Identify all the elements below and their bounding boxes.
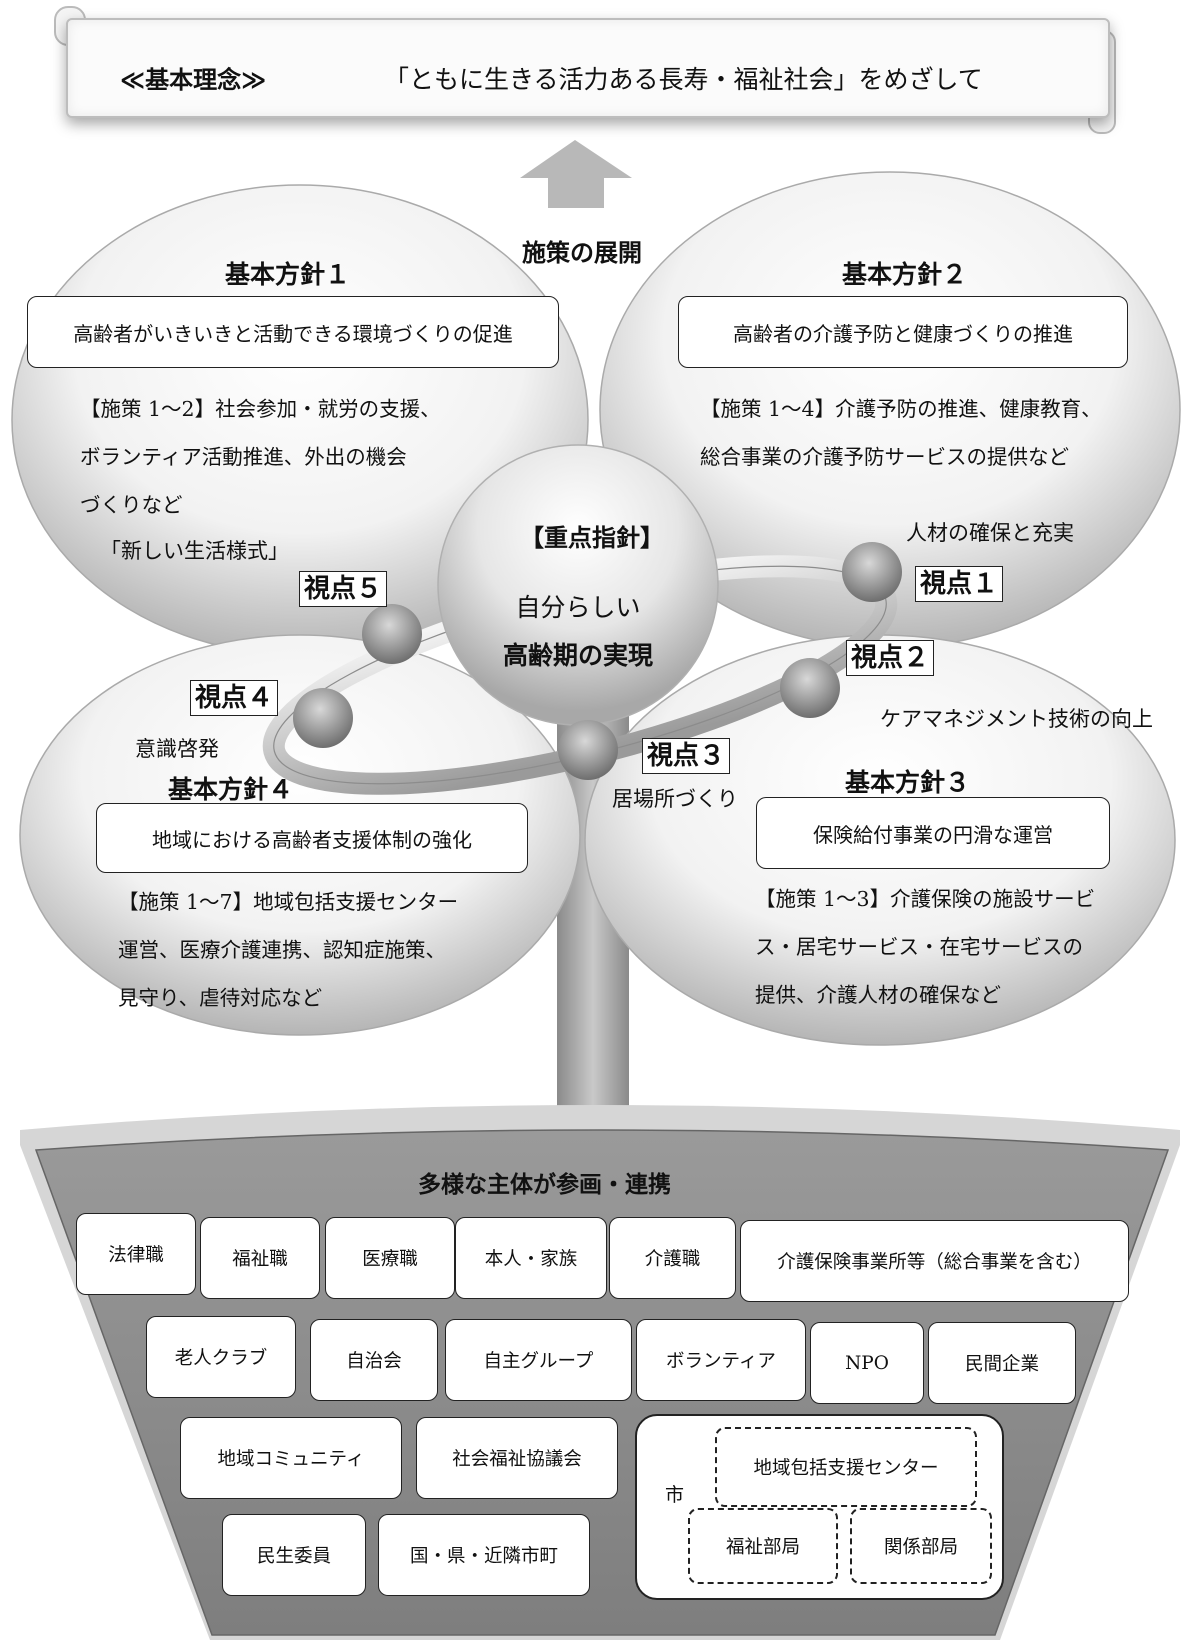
stakeholder-box: 社会福祉協議会 xyxy=(416,1417,618,1499)
policy-2-line: 総合事業の介護予防サービスの提供など xyxy=(700,445,1069,469)
policy-1-line: 【施策 1～2】社会参加・就労の支援、 xyxy=(80,397,441,421)
viewpoint-2-caption: ケアマネジメント技術の向上 xyxy=(880,707,1153,731)
stakeholder-label: 老人クラブ xyxy=(174,1348,268,1369)
policy-2-line: 【施策 1～4】介護予防の推進、健康教育、 xyxy=(700,397,1102,421)
stakeholder-box: 民間企業 xyxy=(928,1322,1076,1404)
stakeholder-box: 国・県・近隣市町 xyxy=(378,1514,590,1596)
up-arrow-icon xyxy=(520,140,632,208)
related-departments-label: 関係部局 xyxy=(883,1537,958,1558)
stakeholders-title: 多様な主体が参画・連携 xyxy=(418,1172,671,1198)
viewpoint-1-caption: 人材の確保と充実 xyxy=(906,521,1074,545)
viewpoint-3-ball xyxy=(558,720,618,780)
policy-1-title: 高齢者がいきいきと活動できる環境づくりの促進 xyxy=(73,321,513,346)
stakeholder-box: 老人クラブ xyxy=(146,1316,296,1398)
stakeholder-box: 医療職 xyxy=(325,1217,455,1299)
policy-4-title-box: 地域における高齢者支援体制の強化 xyxy=(96,803,528,873)
policy-2-title: 高齢者の介護予防と健康づくりの推進 xyxy=(733,321,1073,346)
policy-3-line: ス・居宅サービス・在宅サービスの xyxy=(755,935,1083,959)
center-line-1: 自分らしい xyxy=(515,593,641,622)
viewpoint-5-caption: 「新しい生活様式」 xyxy=(100,539,289,563)
related-departments-box: 関係部局 xyxy=(850,1508,992,1584)
policy-4-line: 見守り、虐待対応など xyxy=(118,986,323,1010)
center-circle xyxy=(437,444,719,726)
stakeholder-label: ボランティア xyxy=(666,1351,776,1372)
community-support-center-box: 地域包括支援センター xyxy=(715,1427,977,1507)
policy-2-heading: 基本方針２ xyxy=(842,260,968,289)
policy-1-title-box: 高齢者がいきいきと活動できる環境づくりの促進 xyxy=(27,296,559,368)
stakeholder-label: 民間企業 xyxy=(964,1354,1039,1375)
viewpoint-4-label: 視点４ xyxy=(190,680,279,716)
philosophy-banner xyxy=(66,18,1110,118)
policy-3-title: 保険給付事業の円滑な運営 xyxy=(813,822,1053,847)
philosophy-label: ≪基本理念≫ xyxy=(120,66,267,94)
stakeholder-label: 地域コミュニティ xyxy=(217,1449,365,1470)
policy-4-heading: 基本方針４ xyxy=(168,775,294,804)
welfare-department-label: 福祉部局 xyxy=(725,1537,800,1558)
policy-4-body: 【施策 1～7】地域包括支援センター 運営、医療介護連携、認知症施策、 見守り、… xyxy=(118,878,458,1022)
viewpoint-2-ball xyxy=(780,658,840,718)
stakeholder-box: 地域コミュニティ xyxy=(180,1417,402,1499)
viewpoint-2-label: 視点２ xyxy=(846,640,935,676)
city-label: 市 xyxy=(665,1484,685,1506)
stakeholder-label: NPO xyxy=(845,1352,889,1374)
stakeholder-label: 自治会 xyxy=(346,1351,402,1372)
stakeholder-box: 本人・家族 xyxy=(455,1217,607,1299)
stakeholder-label: 社会福祉協議会 xyxy=(452,1449,582,1470)
policy-1-body: 【施策 1～2】社会参加・就労の支援、 ボランティア活動推進、外出の機会 づくり… xyxy=(80,385,441,529)
viewpoint-4-ball xyxy=(293,688,353,748)
stakeholder-box: 自治会 xyxy=(310,1319,438,1401)
stakeholder-box: ボランティア xyxy=(636,1319,806,1401)
stakeholder-box: 福祉職 xyxy=(200,1217,320,1299)
viewpoint-5-ball xyxy=(362,604,422,664)
policy-1-line: ボランティア活動推進、外出の機会 xyxy=(80,445,407,469)
philosophy-text: 「ともに生きる活力ある長寿・福祉社会」をめざして xyxy=(384,65,983,94)
policy-3-line: 提供、介護人材の確保など xyxy=(755,983,1001,1007)
stakeholder-box: 介護保険事業所等（総合事業を含む） xyxy=(740,1220,1129,1302)
policy-4-line: 運営、医療介護連携、認知症施策、 xyxy=(118,938,446,962)
stakeholder-label: 法律職 xyxy=(108,1245,164,1266)
viewpoint-1-ball xyxy=(842,542,902,602)
stakeholder-label: 介護保険事業所等（総合事業を含む） xyxy=(777,1252,1092,1273)
policy-2-body: 【施策 1～4】介護予防の推進、健康教育、 総合事業の介護予防サービスの提供など xyxy=(700,385,1102,481)
stakeholder-box: 介護職 xyxy=(609,1217,736,1299)
policy-4-line: 【施策 1～7】地域包括支援センター xyxy=(118,890,459,914)
policy-1-heading: 基本方針１ xyxy=(225,260,351,289)
policy-1-line: づくりなど xyxy=(80,493,183,517)
policy-3-title-box: 保険給付事業の円滑な運営 xyxy=(756,797,1110,869)
stakeholder-box: NPO xyxy=(810,1322,924,1404)
stakeholder-label: 介護職 xyxy=(644,1249,701,1270)
community-support-center-label: 地域包括支援センター xyxy=(753,1458,939,1479)
center-line-2: 高齢期の実現 xyxy=(502,641,653,670)
viewpoint-5-label: 視点５ xyxy=(299,571,388,607)
welfare-department-box: 福祉部局 xyxy=(688,1508,838,1584)
viewpoint-4-caption: 意識啓発 xyxy=(135,737,219,761)
stakeholder-label: 国・県・近隣市町 xyxy=(409,1546,558,1567)
viewpoint-3-caption: 居場所づくり xyxy=(612,787,738,811)
policy-2-title-box: 高齢者の介護予防と健康づくりの推進 xyxy=(678,296,1128,368)
policy-3-line: 【施策 1～3】介護保険の施設サービ xyxy=(755,887,1096,911)
stakeholder-label: 本人・家族 xyxy=(484,1249,578,1270)
development-label: 施策の展開 xyxy=(522,239,642,267)
viewpoint-1-label: 視点１ xyxy=(915,566,1004,602)
stakeholder-box: 法律職 xyxy=(76,1213,196,1295)
policy-3-body: 【施策 1～3】介護保険の施設サービ ス・居宅サービス・在宅サービスの 提供、介… xyxy=(755,875,1095,1019)
stakeholder-label: 民生委員 xyxy=(256,1546,331,1567)
stakeholder-box: 民生委員 xyxy=(222,1514,366,1596)
policy-4-title: 地域における高齢者支援体制の強化 xyxy=(152,827,472,852)
policy-3-heading: 基本方針３ xyxy=(845,768,971,797)
stakeholder-box: 自主グループ xyxy=(445,1319,632,1401)
center-title: 【重点指針】 xyxy=(520,524,664,552)
stakeholder-label: 自主グループ xyxy=(483,1351,594,1372)
stakeholder-label: 福祉職 xyxy=(232,1249,288,1270)
stakeholder-label: 医療職 xyxy=(362,1249,418,1270)
viewpoint-3-label: 視点３ xyxy=(642,738,731,774)
